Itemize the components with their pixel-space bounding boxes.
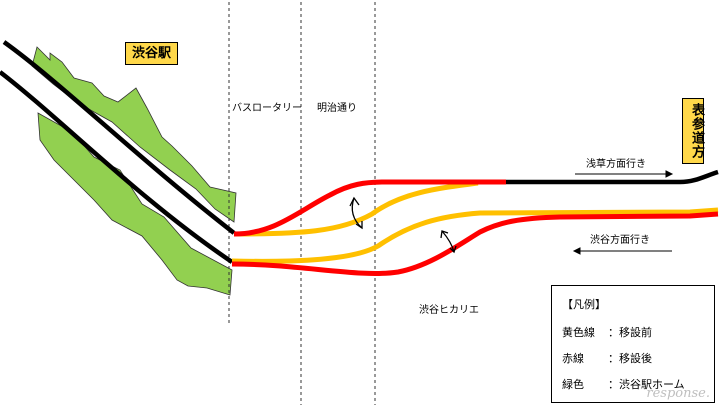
legend-value: ：移設後 (608, 352, 652, 365)
track-upper-yellow (233, 180, 479, 237)
legend-row-green: 緑色 ：渋谷駅ホーム (562, 376, 685, 392)
legend-key: 緑色 (562, 378, 584, 391)
zone-hikarie: 渋谷ヒカリエ (419, 305, 479, 316)
track-lower-black (0, 70, 234, 264)
legend-box: 【凡例】 黄色線 ：移設前 赤線 ：移設後 緑色 ：渋谷駅ホーム (551, 285, 715, 403)
zone-meiji-dori: 明治通り (317, 103, 357, 114)
legend-key: 赤線 (562, 352, 584, 365)
track-lower-yellow (231, 207, 719, 264)
shift-arrow-lower (440, 230, 457, 254)
arrow-to-shibuya (572, 247, 672, 255)
track-upper-black-east (506, 169, 719, 185)
direction-to-shibuya: 渋谷方面行き (590, 235, 650, 246)
shift-arrow-upper (349, 196, 363, 230)
legend-row-yellow: 黄色線 ：移設前 (562, 324, 652, 340)
zone-bus-rotary: バスロータリー (232, 103, 302, 114)
legend-value: ：移設前 (608, 326, 652, 339)
arrow-to-asakusa (575, 170, 674, 178)
legend-key: 黄色線 (562, 326, 595, 339)
direction-to-asakusa: 浅草方面行き (586, 159, 646, 170)
track-upper-black (2, 40, 236, 235)
watermark: response. (646, 386, 710, 401)
legend-row-red: 赤線 ：移設後 (562, 350, 652, 366)
station-label: 渋谷駅 (125, 42, 179, 65)
platform-upper (31, 46, 237, 223)
legend-title: 【凡例】 (562, 298, 606, 311)
legend-value: ：渋谷駅ホーム (608, 378, 685, 391)
direction-label: 表参道方 (682, 98, 704, 164)
track-upper-red (233, 179, 506, 237)
track-lower-red (231, 211, 719, 276)
